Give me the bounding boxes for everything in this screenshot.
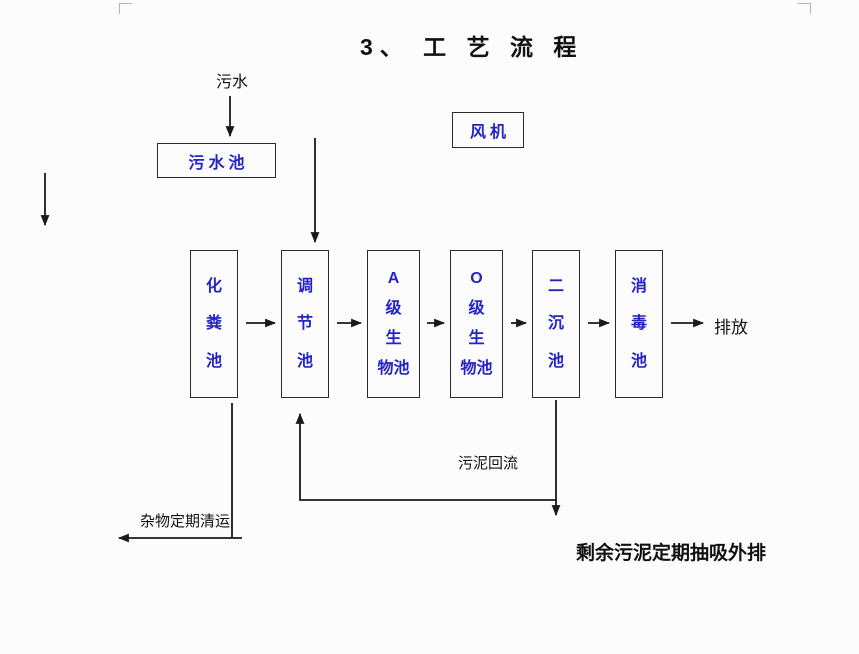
sewage-pool-label: 污水池 — [188, 154, 249, 172]
corner-mark-right — [798, 3, 811, 14]
box-char: 粪 — [205, 315, 222, 332]
debris-removal-label: 杂物定期清运 — [140, 513, 231, 530]
process-box-regulating-tank: 调 节 池 — [281, 250, 329, 398]
box-char: A — [387, 270, 400, 287]
corner-mark-left — [119, 3, 132, 14]
box-char: 生 — [468, 330, 485, 347]
fan-label: 风机 — [469, 124, 510, 141]
box-char: 级 — [468, 300, 485, 317]
box-char: 调 — [296, 277, 313, 295]
box-char: 级 — [385, 300, 402, 317]
wastewater-label: 污水 — [216, 74, 249, 91]
box-char: 池 — [205, 352, 222, 370]
process-box-septic-tank: 化 粪 池 — [190, 250, 238, 398]
page-title: 3、 工 艺 流 程 — [360, 34, 584, 60]
process-box-a-level-bio-tank: A 级 生 物池 — [367, 250, 420, 398]
process-box-disinfection-tank: 消 毒 池 — [615, 250, 663, 398]
box-char: 物池 — [460, 360, 493, 377]
box-char: 毒 — [630, 315, 647, 332]
excess-sludge-label: 剩余污泥定期抽吸外排 — [576, 543, 767, 564]
sewage-pool-box: 污水池 — [157, 143, 276, 178]
process-box-secondary-sedimentation-tank: 二 沉 池 — [532, 250, 580, 398]
box-char: 生 — [385, 330, 402, 347]
box-char: 二 — [547, 277, 564, 295]
box-char: O — [470, 270, 483, 287]
box-char: 池 — [296, 352, 313, 370]
sludge-return-label: 污泥回流 — [458, 455, 519, 472]
box-char: 化 — [205, 277, 222, 295]
box-char: 池 — [630, 352, 647, 370]
discharge-label: 排放 — [714, 318, 748, 337]
fan-box: 风机 — [452, 112, 524, 148]
box-char: 节 — [296, 315, 313, 332]
box-char: 物池 — [377, 360, 410, 377]
box-char: 池 — [547, 352, 564, 370]
box-char: 沉 — [547, 315, 564, 332]
box-char: 消 — [630, 277, 647, 295]
process-box-o-level-bio-tank: O 级 生 物池 — [450, 250, 503, 398]
